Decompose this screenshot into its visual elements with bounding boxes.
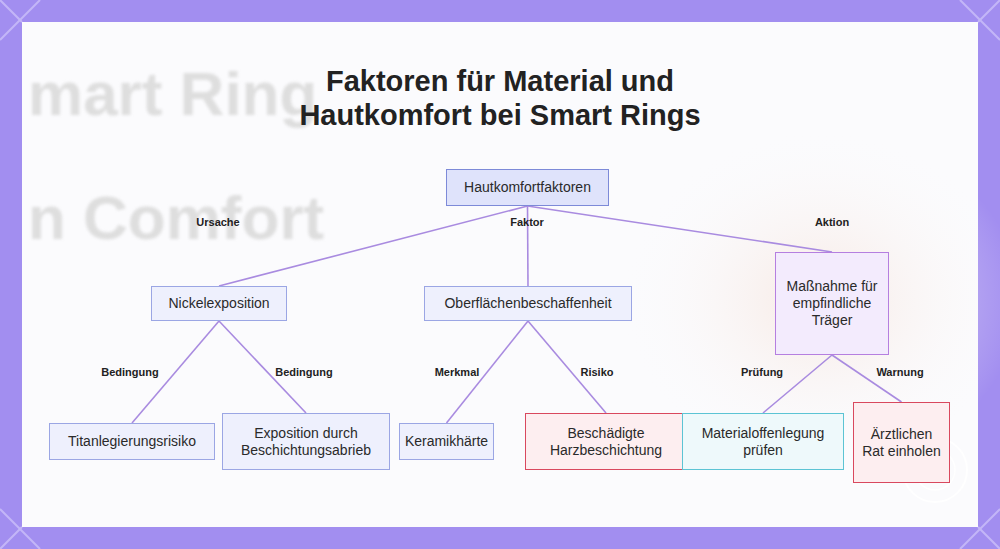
edge-label: Ursache (196, 216, 239, 228)
connector-line (832, 355, 902, 402)
process-box: Ärztlichen Rat einholen (853, 402, 950, 483)
node-text: Materialoffenlegung prüfen (689, 425, 837, 459)
process-box: Maßnahme für empfindliche Träger (775, 252, 889, 355)
process-box: Materialoffenlegung prüfen (682, 413, 844, 470)
connector-line (219, 206, 528, 286)
node-text: Oberflächenbeschaffenheit (444, 295, 611, 312)
edge-label: Risiko (580, 366, 613, 378)
node-text: Maßnahme für empfindliche Träger (782, 278, 882, 329)
edge-label: Merkmal (435, 366, 480, 378)
watermark-text: n Comfort (28, 182, 324, 253)
edge-label: Prüfung (741, 366, 783, 378)
process-box: Exposition durch Beschichtungsabrieb (222, 413, 390, 470)
node-text: Hautkomfortfaktoren (464, 179, 591, 196)
process-box: Keramikhärte (399, 423, 494, 460)
watermark-text: mart Ring (28, 58, 317, 129)
node-text: Exposition durch Beschichtungsabrieb (229, 425, 383, 459)
edge-label: Bedingung (101, 366, 158, 378)
node-text: Beschädigte Harzbeschichtung (532, 425, 680, 459)
node-text: Keramikhärte (405, 433, 488, 450)
edge-label: Aktion (815, 216, 849, 228)
edge-label: Faktor (510, 216, 544, 228)
process-box: Titanlegierungsrisiko (49, 423, 215, 460)
process-box: Nickelexposition (151, 286, 287, 321)
diagram-title: Faktoren für Material und Hautkomfort be… (270, 64, 730, 132)
process-box: Oberflächenbeschaffenheit (424, 286, 632, 321)
node-text: Titanlegierungsrisiko (68, 433, 196, 450)
process-box: Hautkomfortfaktoren (446, 169, 609, 206)
process-box: Beschädigte Harzbeschichtung (525, 413, 687, 470)
edge-label: Bedingung (275, 366, 332, 378)
node-text: Ärztlichen Rat einholen (860, 426, 943, 460)
connector-line (763, 355, 832, 413)
edge-label: Warnung (876, 366, 923, 378)
node-text: Nickelexposition (168, 295, 269, 312)
connector-line (528, 206, 833, 252)
